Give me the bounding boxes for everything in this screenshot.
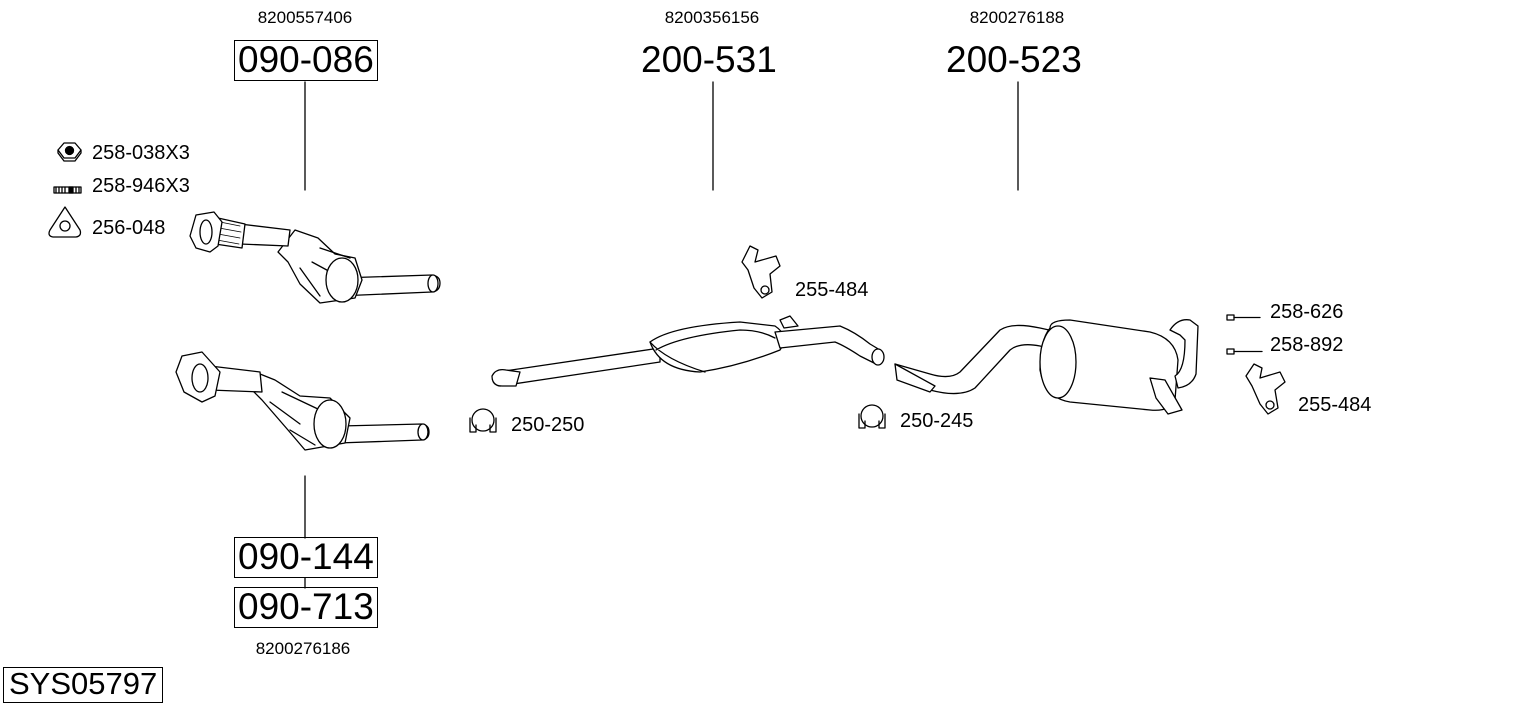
bolt-icon [1227,315,1260,320]
accessory-label[interactable]: 258-038X3 [92,142,190,164]
accessory-label[interactable]: 250-250 [511,414,585,436]
stud-icon [54,187,81,193]
nut-icon [58,143,81,161]
accessory-label[interactable]: 258-946X3 [92,175,190,197]
catalytic-converter-upper [190,212,440,303]
clamp-icon [470,409,496,432]
rubber-hanger-icon [742,246,780,298]
rear-muffler [895,320,1198,414]
accessory-label[interactable]: 255-484 [795,279,869,301]
oem-number: 8200276186 [255,639,351,658]
oem-number: 8200276188 [969,8,1065,27]
part-number[interactable]: 200-531 [641,39,777,80]
accessory-label[interactable]: 258-892 [1270,334,1344,356]
center-muffler [492,316,884,386]
catalytic-converter-lower [176,352,429,450]
gasket-icon [49,207,81,237]
part-number-box[interactable]: 090-713 [234,587,378,628]
clamp-icon [859,405,885,428]
part-number-box[interactable]: 090-086 [234,40,378,81]
accessory-label[interactable]: 256-048 [92,217,166,239]
accessory-label[interactable]: 258-626 [1270,301,1344,323]
oem-number: 8200356156 [664,8,760,27]
rubber-hanger-icon [1246,364,1285,414]
part-number[interactable]: 200-523 [946,39,1082,80]
bolt-icon [1227,349,1262,354]
system-code-box: SYS05797 [3,667,164,703]
accessory-label[interactable]: 250-245 [900,410,974,432]
oem-number: 8200557406 [257,8,353,27]
accessory-label[interactable]: 255-484 [1298,394,1372,416]
part-number-box[interactable]: 090-144 [234,537,378,578]
